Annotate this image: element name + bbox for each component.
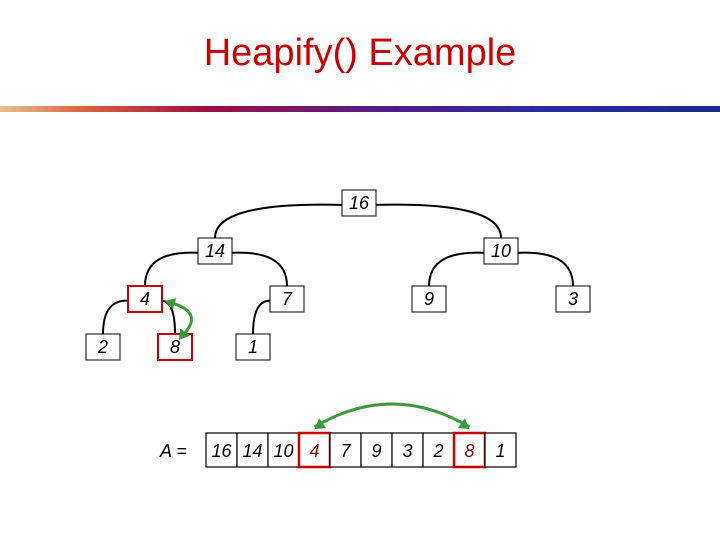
array-cell-value: 14 (242, 441, 262, 461)
tree-node-value: 10 (491, 241, 511, 261)
array-cell-box (360, 432, 393, 468)
swap-arrows (165, 298, 471, 429)
slide-title: Heapify() Example (203, 32, 517, 74)
array-cell: 1 (484, 432, 517, 468)
tree-edge (227, 251, 288, 287)
tree-edge (371, 203, 502, 239)
tree-node: 7 (269, 285, 305, 313)
tree-node-value: 4 (140, 289, 150, 309)
tree-node: 4 (127, 285, 163, 313)
tree-node-value: 8 (170, 337, 180, 357)
tree-edge (144, 251, 203, 287)
tree-node-box (85, 333, 121, 361)
array-cell: 7 (329, 432, 362, 468)
tree-node-box (555, 285, 591, 313)
arrow-head (165, 298, 177, 310)
arrow-head (179, 328, 190, 340)
title-divider (0, 106, 720, 112)
tree-node-box (411, 285, 447, 313)
array-cell-box (329, 432, 362, 468)
array-swap-arrow (313, 402, 471, 429)
tree-node: 3 (555, 285, 591, 313)
array-cell: 4 (297, 431, 332, 469)
tree-node-value: 16 (349, 193, 370, 213)
array-cell: 14 (236, 432, 269, 468)
array-cell-value: 9 (371, 441, 381, 461)
tree-node: 8 (157, 333, 193, 361)
array-cell-value: 4 (309, 441, 319, 461)
tree-node-value: 7 (282, 289, 293, 309)
tree-node-value: 3 (568, 289, 578, 309)
array-cell: 8 (452, 431, 487, 469)
tree-edge (513, 251, 574, 287)
array-cell-value: 16 (211, 441, 232, 461)
array-cell: 10 (267, 432, 300, 468)
array-cell: 16 (205, 432, 238, 468)
array-cell-value: 8 (464, 441, 474, 461)
arrow-head (457, 418, 470, 429)
array-cell-box (391, 432, 424, 468)
array-label: A = (159, 441, 187, 461)
array-cell-box (297, 431, 332, 469)
tree-node-value: 14 (205, 241, 225, 261)
tree-node: 10 (483, 237, 519, 265)
tree-node: 9 (411, 285, 447, 313)
tree-node-value: 9 (424, 289, 434, 309)
tree-edges (102, 203, 574, 335)
tree-node-value: 1 (248, 337, 258, 357)
tree-node-box (483, 237, 519, 265)
tree-edge (214, 203, 347, 239)
array-cell-value: 1 (495, 441, 505, 461)
tree-node-box (269, 285, 305, 313)
tree-node: 2 (85, 333, 121, 361)
array-cell-box (267, 432, 300, 468)
tree-node-box (197, 237, 233, 265)
tree-nodes: 16 14 10 4 7 9 3 2 8 1 (85, 189, 591, 361)
tree-node: 1 (235, 333, 271, 361)
array-cell: 9 (360, 432, 393, 468)
array-cell-box (205, 432, 238, 468)
array-cell-value: 2 (432, 441, 443, 461)
array-cell-value: 10 (273, 441, 293, 461)
arrow-head (314, 418, 327, 429)
tree-node-value: 2 (97, 337, 108, 357)
tree-node-box (235, 333, 271, 361)
tree-node-box (157, 333, 193, 361)
tree-node-box (341, 189, 377, 217)
array-cell-box (452, 431, 487, 469)
array-cell-value: 3 (402, 441, 412, 461)
array-cell-box (236, 432, 269, 468)
tree-node: 16 (341, 189, 377, 217)
tree-edge (428, 251, 489, 287)
tree-node: 14 (197, 237, 233, 265)
tree-node-box (127, 285, 163, 313)
array-cell-box (484, 432, 517, 468)
array-cell-value: 7 (340, 441, 351, 461)
array-cell: 3 (391, 432, 424, 468)
array-cell: 2 (422, 432, 455, 468)
